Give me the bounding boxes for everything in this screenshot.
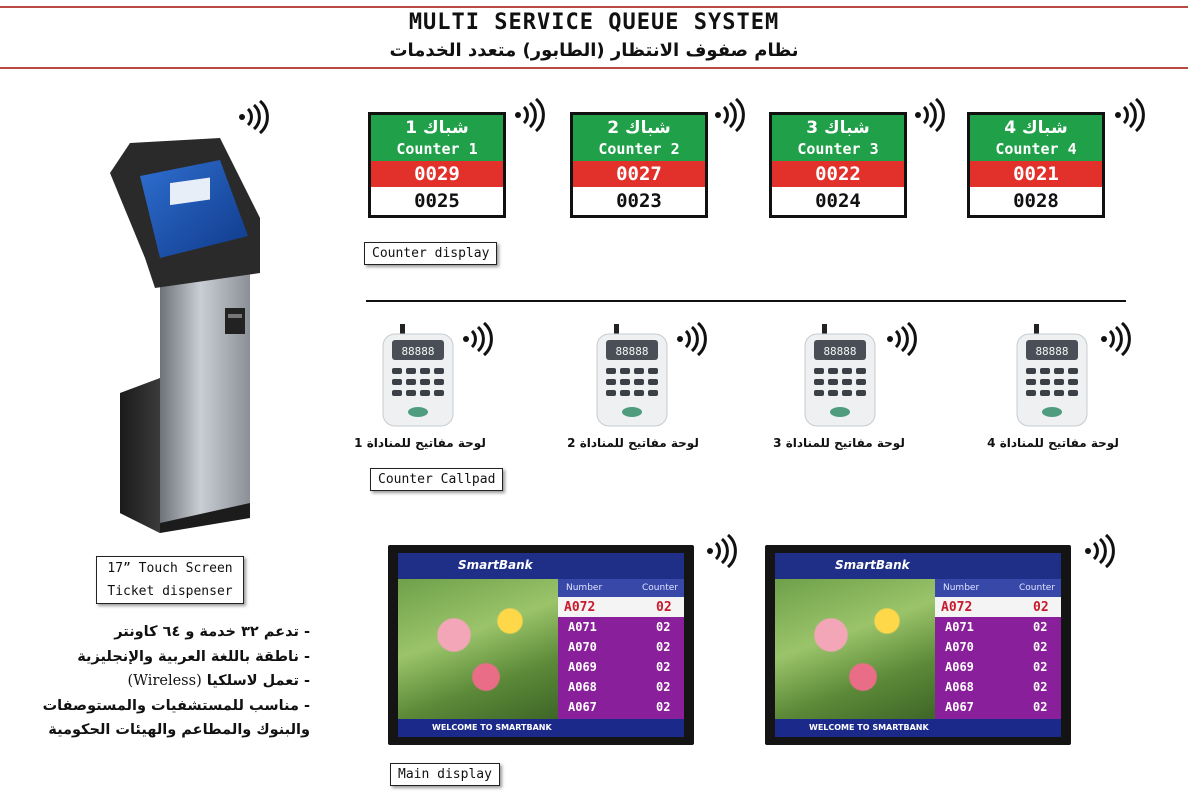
counter-next-number: 0023 <box>616 190 662 212</box>
callpad-1-image: 88888 <box>382 324 454 427</box>
wireless-signal-icon <box>515 98 545 132</box>
counter-current-number: 0022 <box>772 161 904 187</box>
counter-name-ar: شباك 2 <box>607 118 671 138</box>
kiosk-label: 17” Touch Screen Ticket dispenser <box>96 556 244 604</box>
ticket-kiosk-image <box>110 138 260 533</box>
welcome-banner: WELCOME TO SMARTBANK <box>398 719 684 737</box>
wireless-signal-icon <box>887 322 917 356</box>
counter-name-en: Counter 1 <box>396 140 478 158</box>
counter-next-number: 0025 <box>414 190 460 212</box>
counter-current-number: 0027 <box>573 161 705 187</box>
callpad-2-label: لوحة مفاتيح للمناداة 2 <box>567 436 699 450</box>
kiosk-label-line2: Ticket dispenser <box>107 584 233 599</box>
callpad-screen-text: 88888 <box>823 345 856 358</box>
page-title-arabic: نظام صفوف الانتظار (الطابور) متعدد الخدم… <box>389 40 799 61</box>
wireless-signal-icon <box>1101 322 1131 356</box>
counter-name-ar: شباك 3 <box>806 118 870 138</box>
feature-item: - تدعم ٣٢ خدمة و ٦٤ كاونتر <box>114 624 310 640</box>
feature-item: - مناسب للمستشفيات والمستوصفات <box>42 697 310 714</box>
counter-display-label: Counter display <box>364 242 498 265</box>
header-top-rule <box>0 6 1188 8</box>
counter-name-en: Counter 4 <box>995 140 1077 158</box>
smartbank-logo: SmartBank <box>835 558 910 572</box>
wireless-signal-icon <box>707 534 737 568</box>
col-number-header: Number <box>943 583 980 593</box>
callpad-4-label: لوحة مفاتيح للمناداة 4 <box>987 436 1119 450</box>
feature-item: - تعمل لاسلكيا (Wireless) <box>127 673 310 689</box>
counter-current-number: 0021 <box>970 161 1102 187</box>
callpad-screen-text: 88888 <box>401 345 434 358</box>
features-list: - تدعم ٣٢ خدمة و ٦٤ كاونتر - ناطقة باللغ… <box>20 620 310 743</box>
callpad-3-label: لوحة مفاتيح للمناداة 3 <box>773 436 905 450</box>
callpad-screen-text: 88888 <box>1035 345 1068 358</box>
kiosk-label-line1: 17” Touch Screen <box>107 561 233 576</box>
counter-current-number: 0029 <box>371 161 503 187</box>
counter-name-en: Counter 3 <box>797 140 879 158</box>
wireless-signal-icon <box>1115 98 1145 132</box>
col-counter-header: Counter <box>642 583 678 593</box>
wireless-signal-icon <box>715 98 745 132</box>
counter-name-en: Counter 2 <box>598 140 680 158</box>
counter-next-number: 0028 <box>1013 190 1059 212</box>
page-title: MULTI SERVICE QUEUE SYSTEM <box>408 10 780 35</box>
smartbank-logo: SmartBank <box>458 558 533 572</box>
counter-name-ar: شباك 1 <box>405 118 469 138</box>
feature-item: والبنوك والمطاعم والهيئات الحكومية <box>48 722 310 738</box>
counter-display-4: شباك 4 Counter 4 0021 0028 <box>967 112 1105 218</box>
flower-photo <box>775 579 935 719</box>
counter-next-number: 0024 <box>815 190 861 212</box>
counter-display-3: شباك 3 Counter 3 0022 0024 <box>769 112 907 218</box>
main-display-label: Main display <box>390 763 500 786</box>
callpad-screen-text: 88888 <box>615 345 648 358</box>
header-bottom-rule <box>0 67 1188 69</box>
wireless-signal-icon <box>915 98 945 132</box>
col-counter-header: Counter <box>1019 583 1055 593</box>
feature-item: - ناطقة باللغة العربية والإنجليزية <box>77 648 310 665</box>
flower-photo <box>398 579 558 719</box>
wireless-signal-icon <box>463 322 493 356</box>
counter-display-1: شباك 1 Counter 1 0029 0025 <box>368 112 506 218</box>
col-number-header: Number <box>566 583 603 593</box>
callpad-4-image: 88888 <box>1016 324 1088 427</box>
callpad-1-label: لوحة مفاتيح للمناداة 1 <box>354 436 486 450</box>
wireless-signal-icon <box>1085 534 1115 568</box>
welcome-banner: WELCOME TO SMARTBANK <box>775 719 1061 737</box>
counter-name-ar: شباك 4 <box>1004 118 1068 138</box>
callpad-3-image: 88888 <box>804 324 876 427</box>
counter-callpad-label: Counter Callpad <box>370 468 504 491</box>
callpad-2-image: 88888 <box>596 324 668 427</box>
wireless-signal-icon <box>239 100 269 134</box>
counter-display-2: شباك 2 Counter 2 0027 0023 <box>570 112 708 218</box>
feature-wireless-en: (Wireless) <box>127 673 202 689</box>
section-divider <box>366 300 1126 302</box>
wireless-signal-icon <box>677 322 707 356</box>
